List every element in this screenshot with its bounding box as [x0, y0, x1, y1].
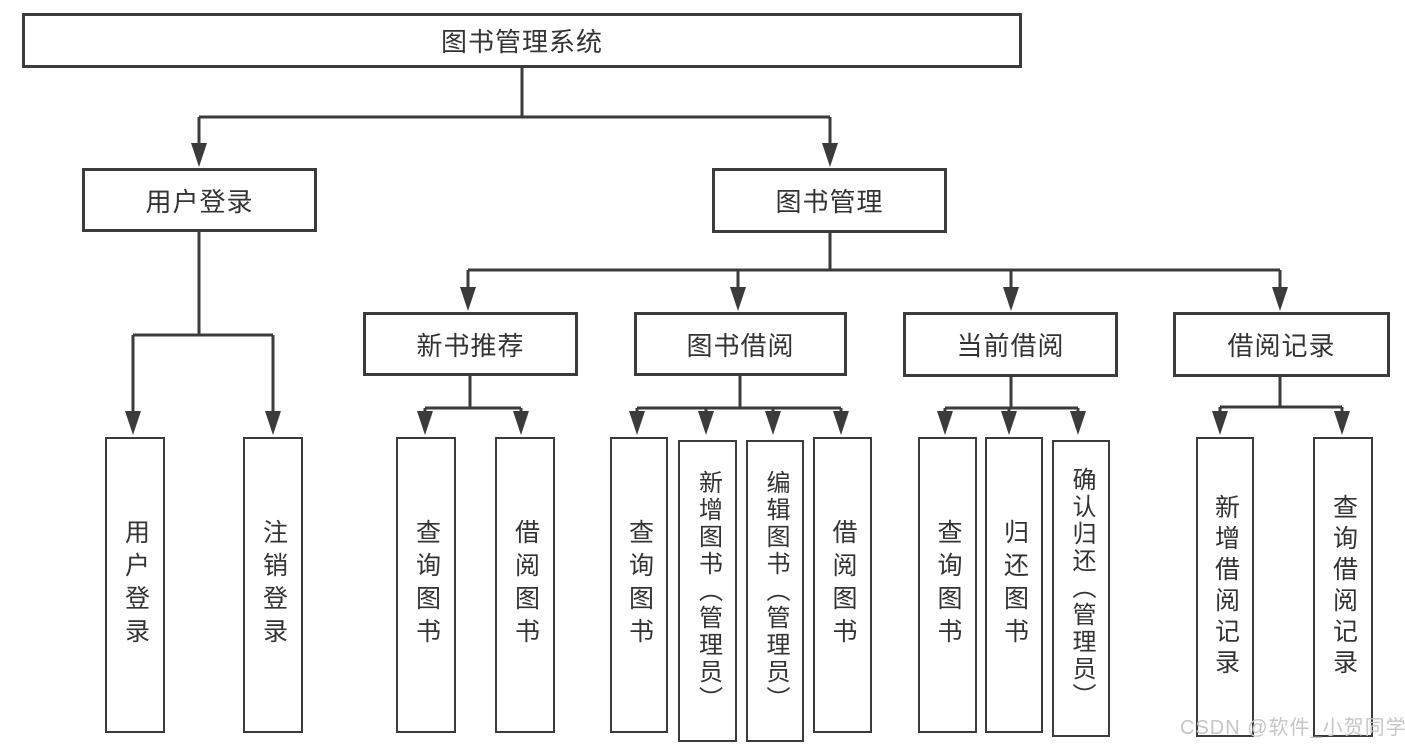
leaf-borrow-edit-book-admin: 编辑图书（管理员）: [746, 440, 804, 742]
leaf-borrow-add-book-admin: 新增图书（管理员）: [678, 440, 737, 742]
leaf-login-logout: 注销登录: [243, 437, 303, 733]
node-borrow-records: 借阅记录: [1173, 312, 1390, 377]
leaf-current-confirm-return-admin: 确认归还（管理员）: [1052, 440, 1110, 737]
csdn-watermark: CSDN @软件_小贺同学: [1180, 717, 1405, 739]
leaf-login-user-login: 用户登录: [105, 437, 165, 733]
leaf-borrow-query-books: 查询图书: [610, 437, 668, 733]
node-user-login: 用户登录: [82, 168, 317, 232]
leaf-current-query-books: 查询图书: [918, 437, 977, 733]
leaf-borrow-borrow-books: 借阅图书: [813, 437, 872, 733]
node-root: 图书管理系统: [22, 13, 1022, 68]
leaf-records-query-record: 查询借阅记录: [1313, 437, 1373, 737]
node-book-mgmt: 图书管理: [712, 168, 947, 233]
leaf-recommend-borrow-books: 借阅图书: [495, 437, 555, 733]
node-current-borrow: 当前借阅: [903, 312, 1118, 377]
leaf-current-return-books: 归还图书: [985, 437, 1043, 733]
leaf-records-add-record: 新增借阅记录: [1196, 437, 1254, 737]
node-book-borrow: 图书借阅: [634, 312, 847, 376]
node-new-books: 新书推荐: [363, 312, 578, 376]
leaf-recommend-query-books: 查询图书: [396, 437, 456, 733]
